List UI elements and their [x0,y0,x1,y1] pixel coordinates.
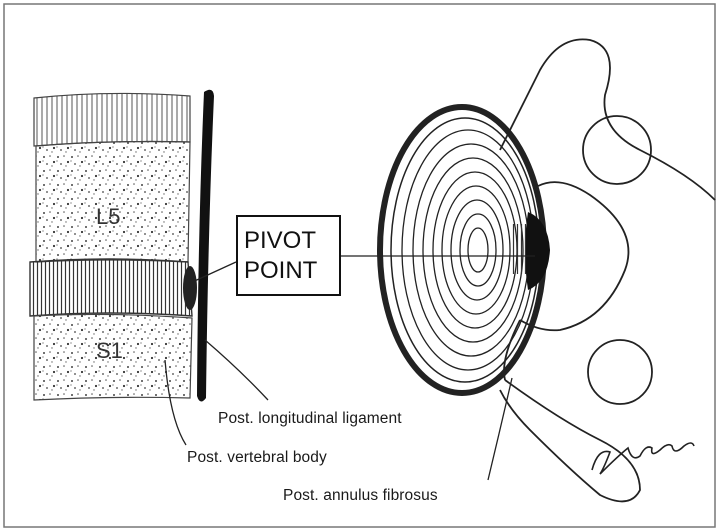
annulus-leader [488,378,512,480]
pivot-point-callout: PIVOT POINT [236,215,341,296]
axial-vertebra [380,39,715,501]
upper-endplate [34,93,190,146]
lateral-disc [30,259,192,316]
pivot-label-line1: PIVOT [244,226,316,256]
vertebral-body-label: Post. vertebral body [187,449,327,467]
l5-label: L5 [96,204,120,230]
ligament-label: Post. longitudinal ligament [218,410,402,428]
artist-signature [592,443,694,474]
inferior-facet [588,340,652,404]
s1-label: S1 [96,338,123,364]
posterior-longitudinal-ligament [197,90,214,402]
pivot-label-line2: POINT [244,256,317,286]
posterior-annulus-dark [525,212,550,290]
l5-vertebral-body [36,142,190,263]
pivot-line-left [188,262,236,284]
ligament-leader [205,340,268,400]
annulus-label: Post. annulus fibrosus [283,487,438,505]
